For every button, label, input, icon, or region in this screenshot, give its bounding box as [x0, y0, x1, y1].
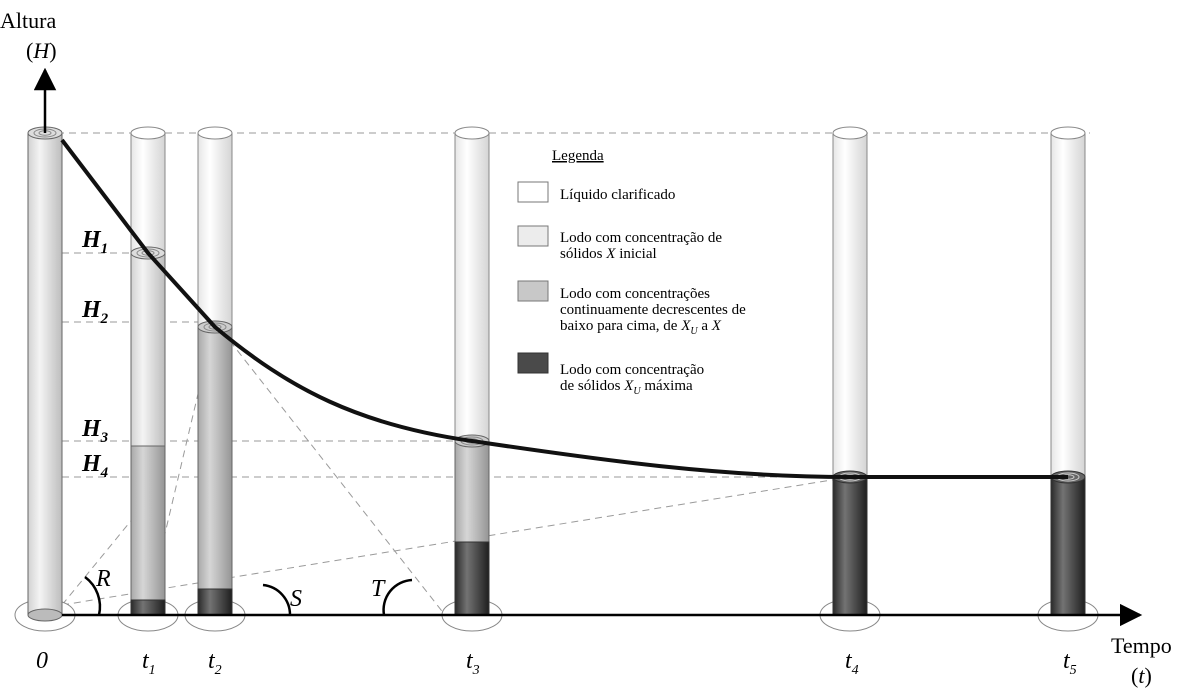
time-label-t1: t1 [142, 648, 156, 678]
height-label-h4: H4 [81, 451, 109, 481]
layer-gradient-sludge [130, 445, 166, 601]
layer-initial-sludge [27, 132, 63, 616]
layer-compacted-sludge [832, 476, 868, 616]
legend: Legenda Líquido clarificado Lodo com con… [517, 148, 746, 397]
y-axis-title: Altura [0, 8, 56, 33]
legend-swatch-clear-liquid [517, 181, 549, 203]
settling-columns [14, 126, 1099, 632]
layer-gradient-sludge [197, 326, 233, 590]
time-label-t4: t4 [845, 648, 859, 678]
x-axis-title: Tempo [1111, 633, 1172, 658]
legend-swatch-compacted-sludge [517, 352, 549, 374]
height-label-h1: H1 [81, 227, 108, 257]
legend-item-compacted-sludge-line2: de sólidos XU máxima [560, 378, 693, 397]
layer-compacted-sludge [454, 541, 490, 616]
height-labels: H1 H2 H3 H4 [81, 227, 109, 481]
layer-compacted-sludge [1050, 476, 1086, 616]
column-t1 [117, 126, 179, 632]
column-top [832, 126, 868, 140]
layer-compacted-sludge [197, 588, 233, 616]
legend-swatch-initial-sludge [517, 225, 549, 247]
angle-arcs [84, 575, 413, 616]
column-top [130, 126, 166, 140]
column-top [197, 126, 233, 140]
column-t5 [1037, 126, 1099, 632]
layer-compacted-sludge [130, 599, 166, 616]
height-label-h3: H3 [81, 416, 109, 446]
layer-clear-liquid [1050, 132, 1086, 478]
time-label-t5: t5 [1063, 648, 1077, 678]
layer-clear-liquid [832, 132, 868, 478]
angle-labels: R S T [95, 566, 386, 612]
column-top [454, 126, 490, 140]
angle-arc-r [84, 575, 102, 616]
legend-swatch-gradient-sludge [517, 280, 549, 302]
time-label-t2: t2 [208, 648, 222, 678]
legend-item-initial-sludge-line1: Lodo com concentração de [560, 230, 722, 246]
column-top [1050, 126, 1086, 140]
settling-curve [60, 138, 1068, 479]
legend-item-clear-liquid: Líquido clarificado [560, 187, 675, 203]
angle-label-t: T [371, 576, 386, 602]
column-t3 [441, 126, 503, 632]
tangent-t-line [214, 321, 446, 616]
layer-initial-sludge [130, 252, 166, 447]
legend-item-gradient-sludge-line2: continuamente decrescentes de [560, 302, 746, 318]
legend-title: Legenda [552, 148, 604, 164]
column-t0 [14, 126, 76, 632]
angle-label-r: R [95, 566, 111, 592]
legend-item-initial-sludge-line2: sólidos X inicial [560, 246, 657, 262]
time-labels: 0 t1 t2 t3 t4 t5 [36, 648, 1077, 678]
legend-item-gradient-sludge-line1: Lodo com concentrações [560, 286, 710, 302]
angle-arc-t [382, 578, 413, 616]
layer-gradient-sludge [454, 440, 490, 543]
legend-item-gradient-sludge-line3: baixo para cima, de XU a X [560, 318, 722, 337]
angle-arc-s [262, 583, 292, 616]
time-label-t3: t3 [466, 648, 480, 678]
column-bottom [27, 608, 63, 622]
legend-item-compacted-sludge-line1: Lodo com concentração [560, 362, 704, 378]
time-label-0: 0 [36, 648, 48, 674]
column-t4 [819, 126, 881, 632]
y-axis-variable: (H) [26, 38, 57, 63]
layer-clear-liquid [454, 132, 490, 442]
angle-label-s: S [290, 586, 302, 612]
height-label-h2: H2 [81, 297, 109, 327]
column-t2 [184, 126, 246, 632]
layer-clear-liquid [130, 132, 166, 254]
layer-clear-liquid [197, 132, 233, 328]
x-axis-variable: (t) [1131, 663, 1152, 688]
